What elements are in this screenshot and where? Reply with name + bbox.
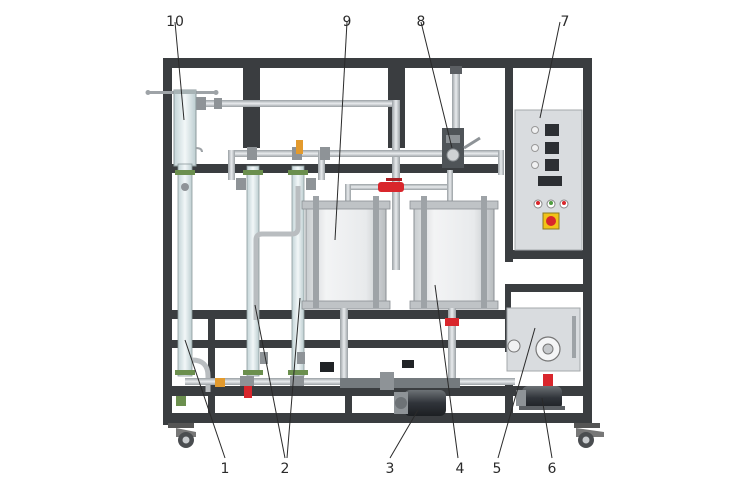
leader-5: [497, 327, 536, 459]
callout-4: 4: [456, 461, 465, 477]
tank-4: [409, 196, 499, 388]
callout-3: 3: [386, 461, 395, 477]
leader-2b: [286, 297, 301, 459]
control-panel: [514, 109, 583, 251]
castor-wheel-left: [168, 423, 196, 448]
callout-2: 2: [281, 461, 290, 477]
pump-6: [516, 374, 565, 410]
callout-6: 6: [548, 461, 557, 477]
leader-1: [184, 339, 226, 459]
callout-7: 7: [561, 14, 570, 30]
leader-9: [334, 21, 348, 241]
leader-7: [539, 21, 561, 119]
lower-pipework: [185, 360, 515, 398]
leader-2a: [254, 304, 286, 459]
column-1: [175, 163, 211, 406]
feed-reservoir: [173, 89, 203, 167]
columns-2: [243, 165, 308, 377]
callout-8: 8: [417, 14, 426, 30]
callout-9: 9: [343, 14, 352, 30]
callout-10: 10: [166, 14, 184, 30]
callout-1: 1: [221, 461, 230, 477]
steel-frame: [163, 58, 592, 425]
leader-3: [389, 409, 419, 459]
leader-10: [174, 21, 185, 121]
pump-3: [394, 390, 446, 416]
leader-4: [434, 284, 459, 459]
callout-5: 5: [493, 461, 502, 477]
castor-wheel-right: [574, 423, 604, 448]
tank-9: [301, 196, 391, 388]
leader-6: [541, 397, 553, 459]
leader-8: [420, 21, 453, 149]
flow-instrument: [442, 66, 481, 168]
ball-valve: [378, 178, 404, 192]
heating-unit: [506, 307, 581, 372]
callout-labels: 10 9 8 7 1 2 3 4 5 6: [166, 14, 569, 477]
callout-leaders: [174, 21, 561, 459]
